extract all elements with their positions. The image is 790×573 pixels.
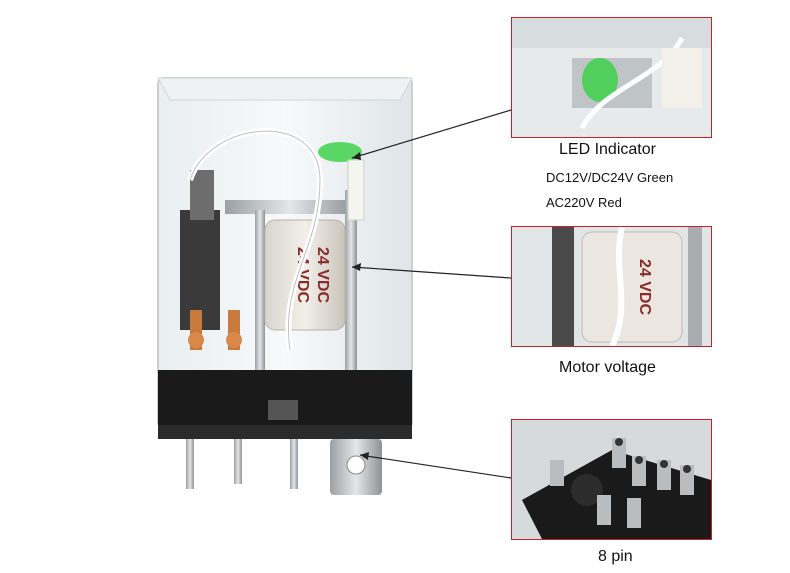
pin-count-title: 8 pin	[598, 548, 633, 565]
led-indicator-title: LED Indicator	[559, 141, 656, 158]
led-red-spec: AC220V Red	[546, 195, 622, 210]
coil-inset-photo: 24 VDC	[511, 226, 712, 347]
pin	[234, 439, 242, 484]
coil-closeup: 24 VDC	[512, 227, 711, 346]
led-green-spec: DC12V/DC24V Green	[546, 170, 674, 185]
led	[318, 142, 362, 162]
relay-photo: 24 VDC 24 VDC	[157, 77, 413, 495]
led-closeup	[512, 18, 711, 137]
motor-voltage-title: Motor voltage	[559, 359, 656, 376]
coil-closeup-label: 24 VDC	[636, 259, 653, 315]
pins-closeup	[512, 420, 711, 539]
pin	[290, 439, 298, 489]
led-inset-photo	[511, 17, 712, 138]
coil	[264, 219, 346, 331]
coil-label: 24 VDC	[294, 247, 311, 303]
pin	[186, 439, 194, 489]
coil-label-2: 24 VDC	[314, 247, 331, 303]
pins-inset-photo	[511, 419, 712, 540]
